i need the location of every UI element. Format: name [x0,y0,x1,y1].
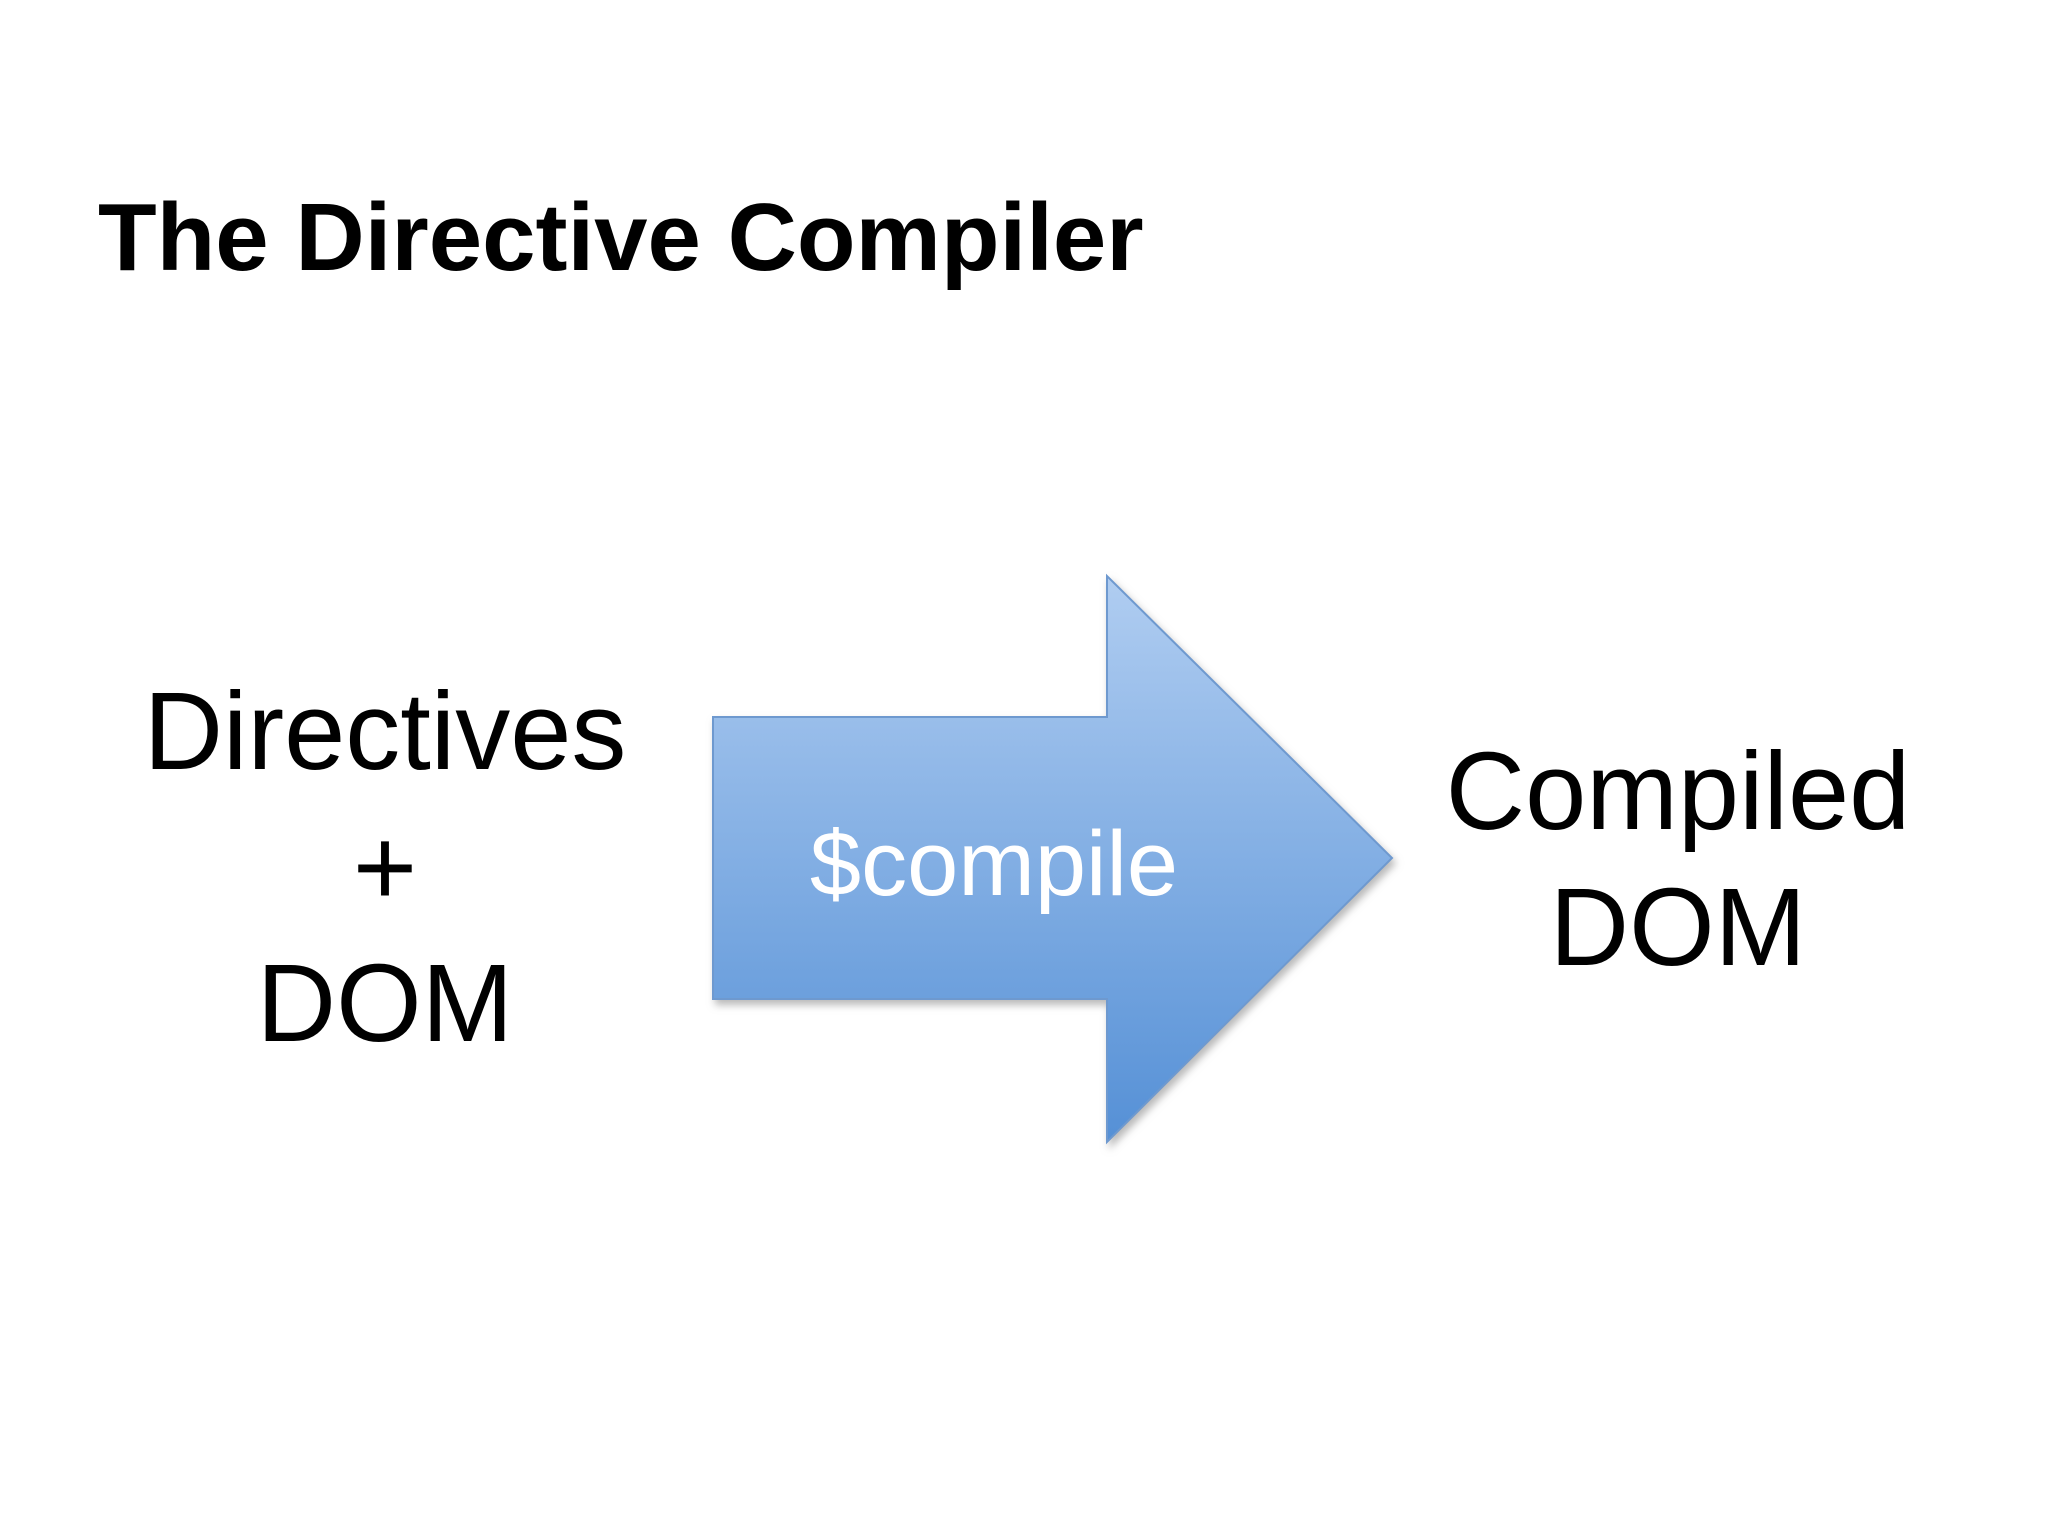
output-line-compiled: Compiled [1445,730,1911,853]
right-arrow-shape [712,573,1394,1145]
arrow-label: $compile [810,813,1178,915]
input-line-directives: Directives [143,670,627,793]
slide-title: The Directive Compiler [98,184,1144,291]
input-line-dom: DOM [256,942,514,1065]
output-label-block: Compiled DOM [1378,724,1978,996]
input-line-plus: + [352,806,418,929]
output-line-dom: DOM [1549,866,1807,989]
input-label-block: Directives + DOM [85,664,685,1072]
